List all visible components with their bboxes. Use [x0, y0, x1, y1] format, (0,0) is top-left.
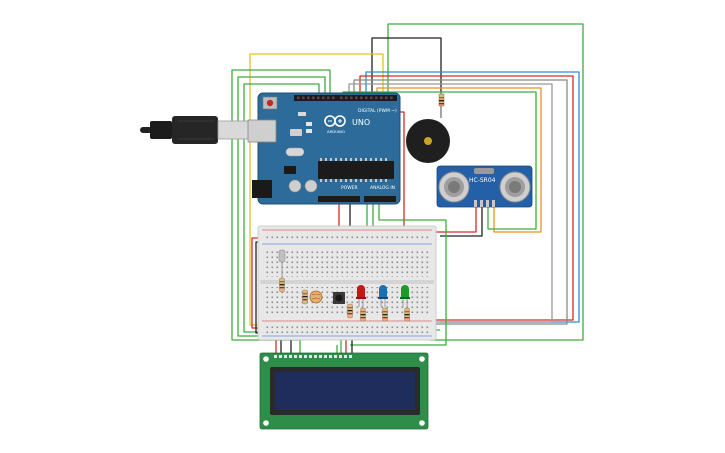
- chip-pins: [320, 158, 387, 182]
- wire-green-analog-3[interactable]: [350, 200, 447, 346]
- led-blue[interactable]: [378, 285, 388, 307]
- breadboard[interactable]: [257, 225, 437, 341]
- lcd-display[interactable]: [259, 352, 429, 430]
- digital-pin-row: [297, 96, 393, 100]
- wire-green-left-1[interactable]: [231, 69, 331, 341]
- board-brand-label: ARDUINO: [327, 129, 345, 134]
- power-header-label: POWER: [341, 185, 358, 191]
- lcd-screen: [275, 372, 415, 410]
- wire-green-left-2[interactable]: [237, 76, 326, 337]
- wire-red-left-rail[interactable]: [251, 237, 262, 329]
- piezo-buzzer[interactable]: [406, 93, 450, 163]
- resistor-ldr[interactable]: [302, 289, 308, 305]
- resistor-led-green[interactable]: [404, 307, 410, 322]
- gray-sensor[interactable]: [278, 249, 286, 278]
- sensor-pins: [474, 200, 495, 207]
- wire-green-outer[interactable]: [387, 23, 584, 341]
- wire-black-sensor-gnd[interactable]: [440, 207, 483, 237]
- arduino-uno-board[interactable]: DIGITAL (PWM ~) UNO ARDUINO: [247, 92, 401, 205]
- resistor-led-red[interactable]: [360, 307, 366, 322]
- sensor-transducer-left: [438, 171, 470, 203]
- wire-gray-right-2[interactable]: [348, 83, 553, 323]
- wire-gray-right-1[interactable]: [353, 79, 568, 325]
- ultrasonic-sensor[interactable]: HC-SR04: [436, 165, 533, 208]
- wire-green-left-3[interactable]: [243, 83, 320, 333]
- resistor-led-blue[interactable]: [382, 307, 388, 322]
- resistor-button[interactable]: [347, 303, 353, 319]
- sensor-transducer-right: [499, 171, 531, 203]
- arduino-logo-icon: [324, 115, 346, 127]
- led-green[interactable]: [400, 285, 410, 307]
- board-model-label: UNO: [352, 118, 370, 127]
- sensor-model-label: HC-SR04: [469, 177, 496, 184]
- photoresistor[interactable]: [309, 290, 323, 304]
- resistor-1[interactable]: [279, 277, 285, 293]
- led-red[interactable]: [356, 285, 366, 307]
- wire-orange-sensor[interactable]: [376, 87, 542, 233]
- digital-header-label: DIGITAL (PWM ~): [358, 108, 397, 114]
- analog-header-label: ANALOG IN: [370, 185, 395, 191]
- wire-red-sensor-vcc[interactable]: [430, 207, 477, 233]
- usb-cable: [140, 116, 261, 144]
- lcd-header-pins: [274, 355, 352, 358]
- wire-red-right[interactable]: [359, 75, 574, 321]
- push-button[interactable]: [333, 292, 345, 304]
- wire-black-buzzer[interactable]: [371, 37, 442, 118]
